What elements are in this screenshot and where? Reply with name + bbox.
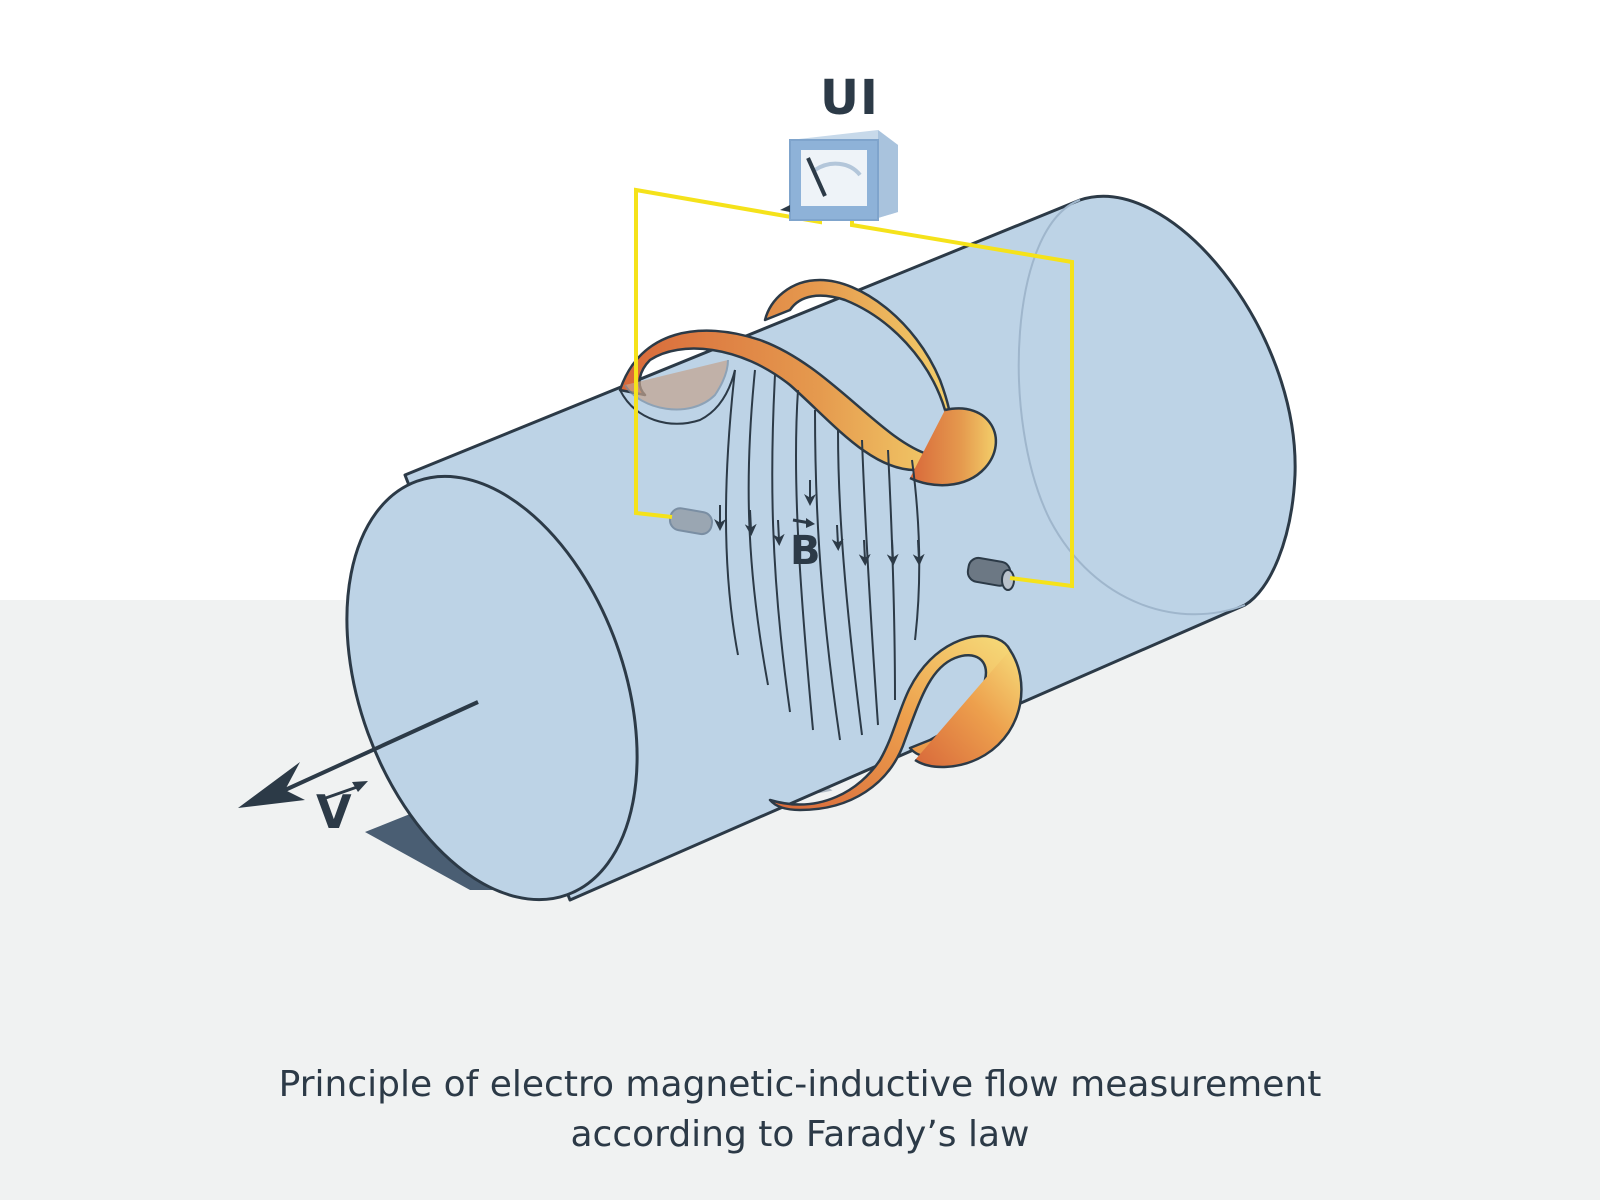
b-vector-mark bbox=[792, 518, 815, 528]
magnetic-field-label: B bbox=[790, 528, 821, 574]
electrode-right bbox=[966, 556, 1015, 591]
caption-line-1: Principle of electro magnetic-inductive … bbox=[278, 1064, 1322, 1105]
magnetic-field-lines bbox=[714, 369, 925, 741]
meter-label: UI bbox=[820, 70, 879, 126]
flow-velocity-arrow bbox=[238, 700, 479, 808]
velocity-label: V bbox=[316, 785, 352, 839]
caption: Principle of electro magnetic-inductive … bbox=[0, 1060, 1600, 1160]
caption-line-2: according to Farady’s law bbox=[570, 1114, 1030, 1155]
voltmeter[interactable] bbox=[780, 130, 898, 221]
lower-coil-front[interactable] bbox=[768, 634, 1023, 812]
pipe-front-face bbox=[345, 474, 639, 902]
